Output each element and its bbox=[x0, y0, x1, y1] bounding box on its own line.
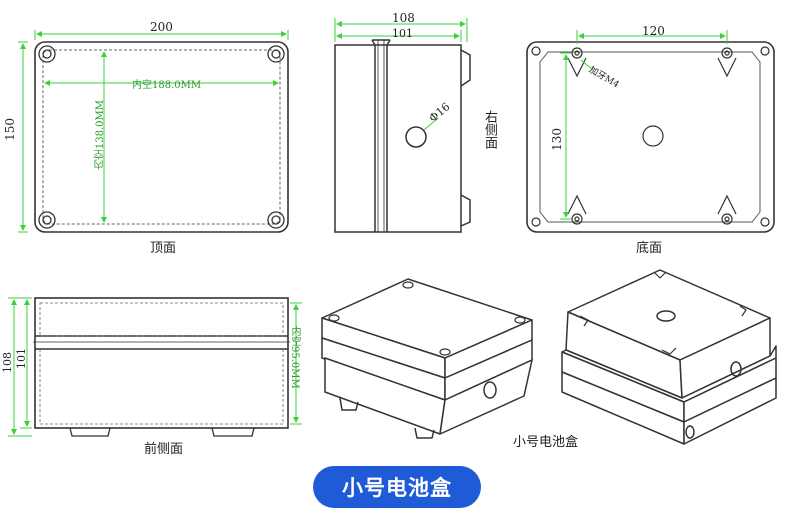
dim-bottom-spacing-x: 120 bbox=[642, 24, 665, 38]
bottom-view-label: 底面 bbox=[636, 241, 663, 256]
isometric-box-bottom bbox=[561, 269, 777, 445]
top-view-label: 顶面 bbox=[150, 241, 177, 256]
dim-front-outer: 108 bbox=[1, 352, 14, 373]
dim-front-inner: 101 bbox=[15, 348, 28, 369]
dim-inner-height: 内空138.0MM bbox=[95, 100, 106, 170]
product-caption: 小号电池盒 bbox=[513, 435, 579, 450]
front-side-view bbox=[8, 297, 302, 437]
dim-bottom-spacing-y: 130 bbox=[550, 128, 564, 151]
front-view-label: 前侧面 bbox=[144, 442, 184, 457]
dim-front-inner-label: 内空95.0MM bbox=[289, 326, 300, 389]
title-banner: 小号电池盒 bbox=[313, 466, 481, 508]
top-view bbox=[18, 30, 289, 233]
right-view-label: 右侧面 bbox=[482, 110, 497, 149]
dim-side-outer: 108 bbox=[392, 11, 415, 25]
dim-top-width: 200 bbox=[150, 20, 173, 34]
dim-top-height: 150 bbox=[3, 118, 17, 141]
isometric-box-top bbox=[321, 278, 533, 439]
dim-inner-width: 内空188.0MM bbox=[132, 80, 202, 91]
right-side-view bbox=[334, 18, 471, 233]
dim-side-inner: 101 bbox=[392, 27, 413, 40]
bottom-view bbox=[526, 30, 775, 233]
